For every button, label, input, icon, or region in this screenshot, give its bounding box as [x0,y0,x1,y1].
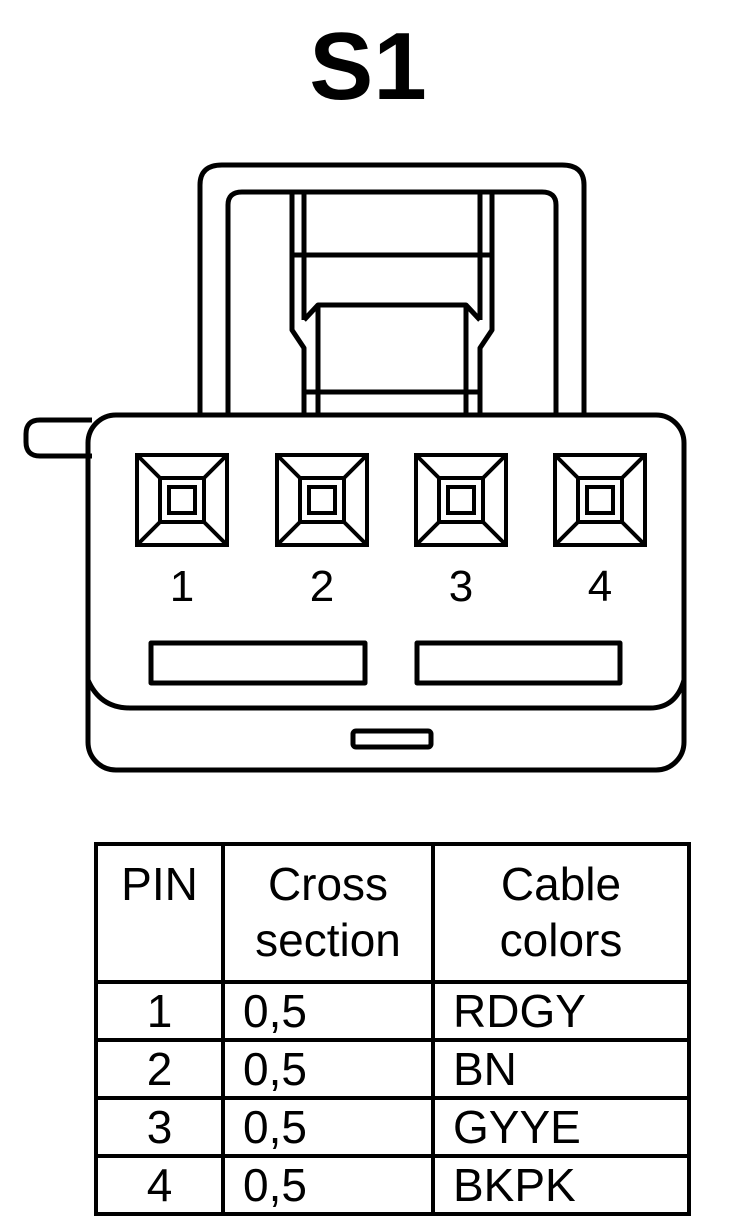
cell-cross-section: 0,5 [221,1038,435,1100]
pin-socket-2 [275,453,369,547]
cell-pin: 1 [94,980,225,1042]
guide-slot-right [414,640,623,686]
header-pin: PIN [94,842,225,984]
pin-label-1: 1 [170,562,194,611]
cell-pin: 2 [94,1038,225,1100]
pin-label-3: 3 [449,562,473,611]
pin-label-2: 2 [310,562,334,611]
cell-cable-color: BN [431,1038,691,1100]
cell-cross-section: 0,5 [221,980,435,1042]
latch-inner [225,189,559,415]
header-cross-section: Cross section [221,842,435,984]
table-row: 2 0,5 BN [94,1038,691,1100]
cell-cross-section: 0,5 [221,1154,435,1216]
cell-cable-color: GYYE [431,1096,691,1158]
cell-cable-color: RDGY [431,980,691,1042]
connector-body [85,412,687,773]
cell-pin: 3 [94,1096,225,1158]
latch-outer [197,162,587,415]
cell-pin: 4 [94,1154,225,1216]
table-row: 3 0,5 GYYE [94,1096,691,1158]
pin-assignment-table: PIN Cross section Cable colors 1 0,5 RDG… [94,842,691,1216]
connector-title: S1 [309,13,427,120]
table-header-row: PIN Cross section Cable colors [94,842,691,984]
key-slot [350,728,434,750]
pin-socket-4 [553,453,647,547]
latch-tongue [289,192,495,415]
table-row: 1 0,5 RDGY [94,980,691,1042]
pin-socket-3 [414,453,508,547]
side-tab [23,417,92,459]
pin-socket-1 [135,453,229,547]
cell-cable-color: BKPK [431,1154,691,1216]
table-row: 4 0,5 BKPK [94,1154,691,1216]
connector-drawing: 1 2 3 4 [23,162,687,773]
guide-slot-left [148,640,368,686]
pin-label-4: 4 [588,562,612,611]
cell-cross-section: 0,5 [221,1096,435,1158]
header-cable-colors: Cable colors [431,842,691,984]
body-lower-ledge [85,678,687,711]
